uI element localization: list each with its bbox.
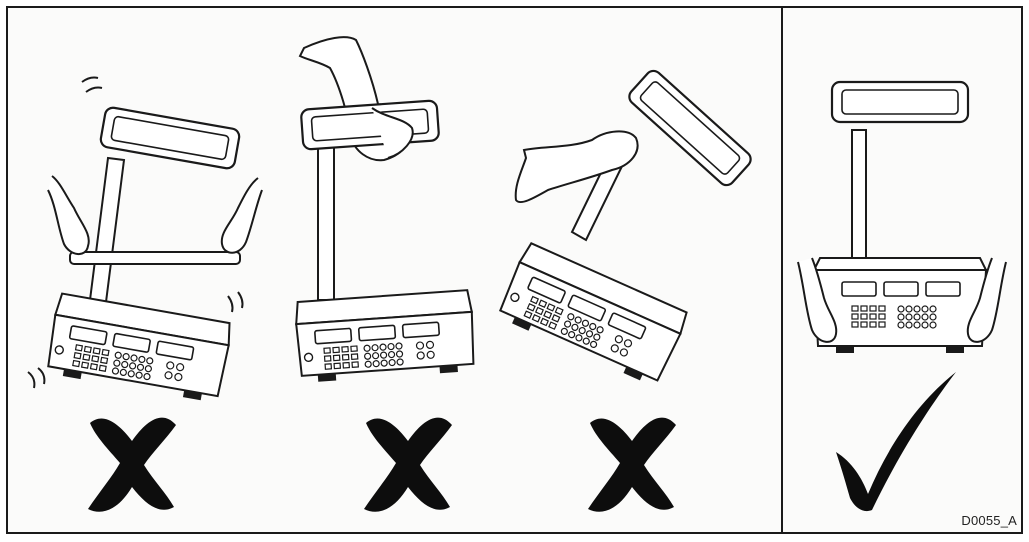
incorrect-cross-icon — [88, 418, 176, 512]
panel-display-lift — [496, 68, 754, 512]
figure-code-label: D0055_A — [961, 513, 1017, 528]
incorrect-cross-icon — [364, 418, 452, 512]
panel-pole-lift — [295, 37, 476, 512]
correct-checkmark-icon — [836, 372, 956, 511]
panel-base-lift — [798, 82, 1006, 511]
panel-tilt-lift — [28, 78, 262, 512]
incorrect-cross-icon — [588, 418, 676, 512]
